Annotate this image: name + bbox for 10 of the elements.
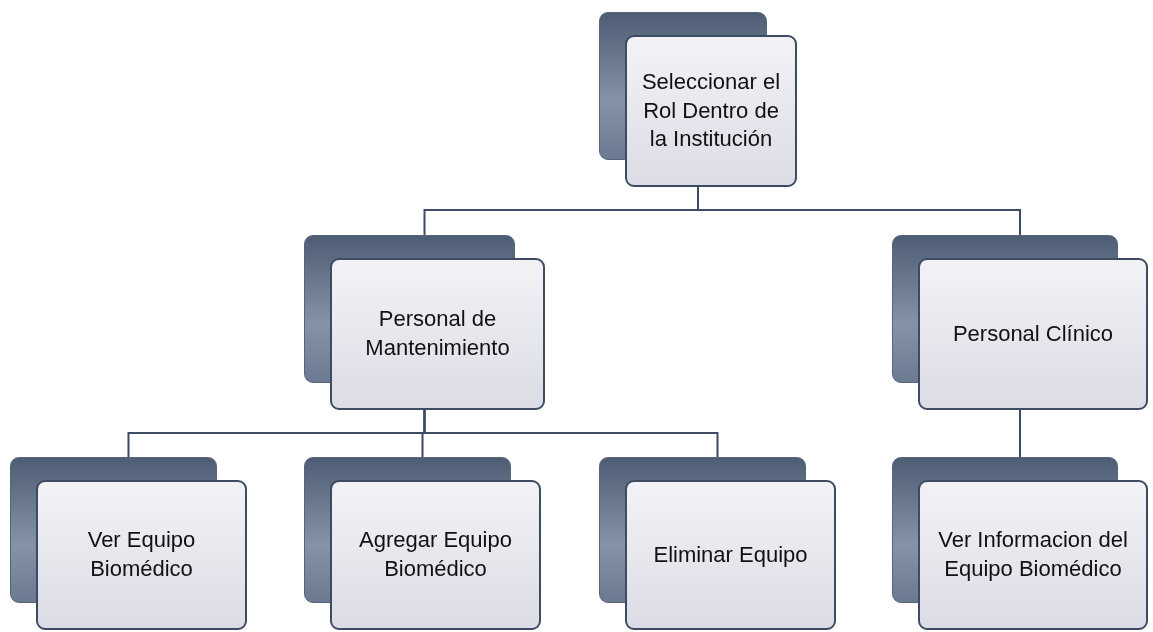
box-label: Ver Equipo Biomédico [86,526,197,583]
connector-line [423,409,719,458]
box-label: Seleccionar el Rol Dentro de la Institución [640,68,782,154]
box-label: Personal Clínico [952,319,1114,348]
connector-line [1019,409,1021,458]
box-label: Personal de Mantenimiento [364,305,511,362]
box-label: Agregar Equipo Biomédico [358,526,513,583]
box-label: Eliminar Equipo [653,540,808,569]
connector-line [697,186,1021,236]
box-label: Ver Informacion del Equipo Biomédico [937,526,1129,583]
